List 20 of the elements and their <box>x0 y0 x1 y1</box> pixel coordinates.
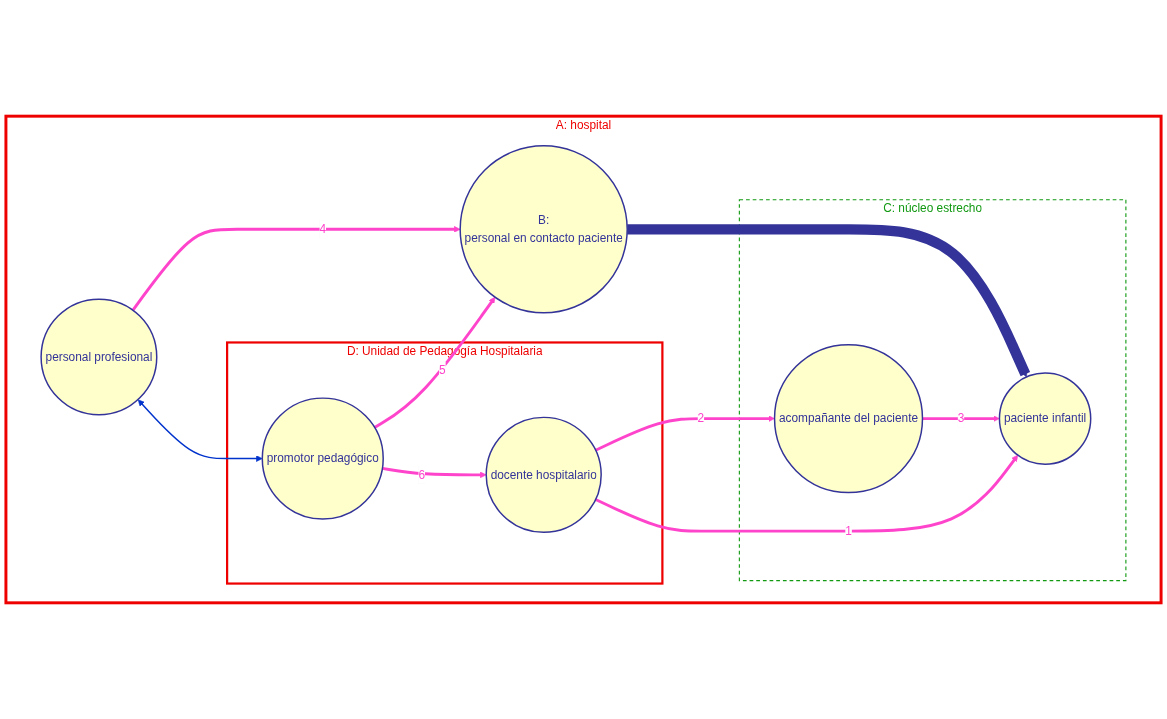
arrow <box>137 399 263 462</box>
edge-label: 1 <box>845 524 852 538</box>
edge-label: 5 <box>439 363 446 377</box>
edge-label: 2 <box>697 411 705 425</box>
node-circle: docente hospitalario <box>485 416 602 534</box>
node-circle: B: personal en contacto paciente <box>459 145 628 314</box>
node-circle: promotor pedagógico <box>261 397 384 520</box>
arrow <box>595 454 1019 533</box>
node-circle: acompañante del paciente <box>773 343 924 494</box>
arrow <box>373 296 496 429</box>
arrow <box>131 226 461 312</box>
edge-label: 6 <box>418 468 425 481</box>
arrow <box>627 224 1031 378</box>
arrow <box>595 415 775 452</box>
edge-label: 3 <box>957 411 965 425</box>
node-circle: personal profesional <box>40 298 158 416</box>
arrow <box>382 466 487 479</box>
arrow <box>922 415 1000 422</box>
node-circle: paciente infantil <box>998 372 1092 465</box>
edge-label: 4 <box>319 222 327 236</box>
